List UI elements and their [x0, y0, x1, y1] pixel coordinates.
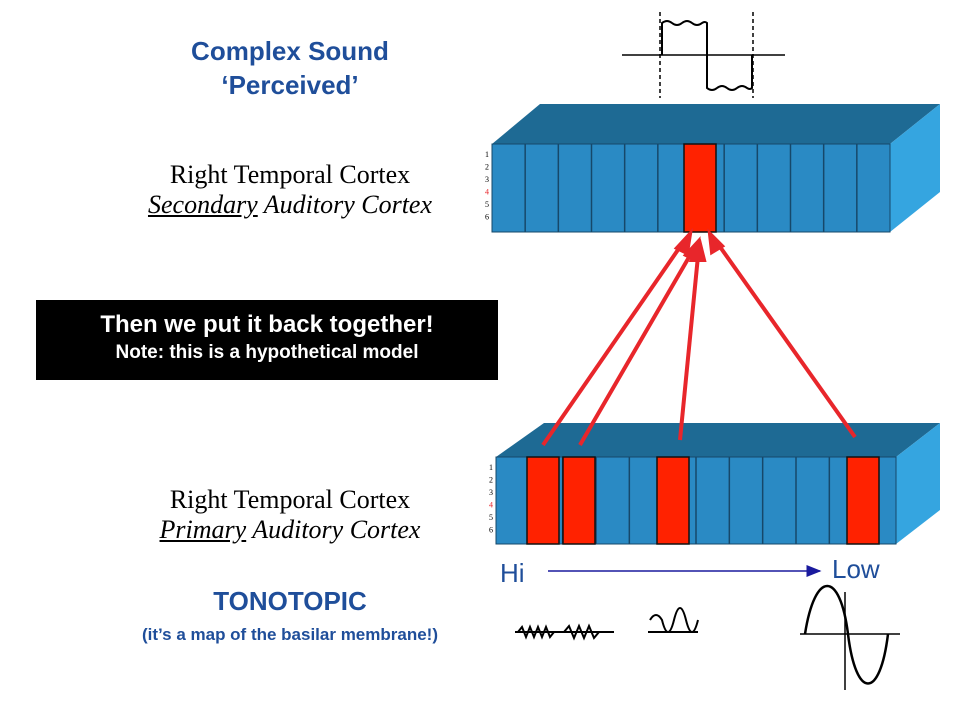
- secondary-block-top: [492, 104, 940, 144]
- secondary-cortex-block: [491, 104, 940, 233]
- tonotopic-subtitle: (it’s a map of the basilar membrane!): [142, 625, 438, 644]
- primary-line-1: Right Temporal Cortex: [169, 485, 411, 514]
- secondary-rest: Auditory Cortex: [257, 190, 433, 219]
- primary-cortex-label: Right Temporal Cortex Primary Auditory C…: [100, 485, 480, 545]
- secondary-line-1: Right Temporal Cortex: [169, 160, 411, 189]
- primary-active-column-4: [846, 456, 880, 545]
- high-frequency-wave-icons: [515, 607, 699, 641]
- layer-number: 1: [485, 150, 489, 159]
- secondary-active-column: [683, 143, 717, 233]
- layer-number: 2: [485, 163, 489, 172]
- callout-line-1: Then we put it back together!: [100, 311, 434, 338]
- low-label: Low: [832, 554, 880, 584]
- arrow-1: [541, 242, 684, 447]
- convergence-arrows: [541, 227, 857, 447]
- layer-number: 5: [489, 513, 493, 522]
- arrow-4: [716, 242, 857, 439]
- secondary-emphasis: Secondary: [147, 190, 258, 219]
- callout-box: Then we put it back together! Note: this…: [36, 300, 498, 380]
- hi-label: Hi: [500, 558, 525, 588]
- callout-line-2: Note: this is a hypothetical model: [115, 342, 419, 363]
- layer-number: 5: [485, 200, 489, 209]
- layer-number: 3: [485, 175, 489, 184]
- primary-active-column-3: [656, 456, 690, 545]
- layer-number: 3: [489, 488, 493, 497]
- layer-number: 6: [489, 526, 493, 535]
- title-line-1: Complex Sound: [191, 36, 389, 66]
- primary-block-side: [896, 423, 940, 544]
- primary-emphasis: Primary: [159, 515, 247, 544]
- layer-number: 2: [489, 476, 493, 485]
- layer-number: 6: [485, 213, 489, 222]
- secondary-cortex-label: Right Temporal Cortex Secondary Auditory…: [100, 160, 480, 220]
- low-frequency-wave-icon: [800, 585, 900, 690]
- primary-layer-numbers: 1 2 3 4 5 6: [489, 463, 493, 535]
- layer-number: 1: [489, 463, 493, 472]
- primary-active-column-2: [562, 456, 596, 545]
- primary-rest: Auditory Cortex: [246, 515, 421, 544]
- layer-number: 4: [489, 501, 493, 510]
- primary-active-column-1: [526, 456, 560, 545]
- diagram-title: Complex Sound ‘Perceived’: [150, 34, 430, 102]
- primary-block-top: [496, 423, 940, 457]
- arrow-2: [578, 250, 694, 447]
- arrow-3: [678, 255, 700, 441]
- primary-cortex-block: [495, 423, 940, 545]
- secondary-block-side: [890, 104, 940, 232]
- tonotopic-label: TONOTOPIC: [213, 586, 367, 616]
- complex-waveform-icon: [622, 12, 785, 98]
- secondary-layer-numbers: 1 2 3 4 5 6: [485, 150, 489, 222]
- title-line-2: ‘Perceived’: [221, 70, 359, 100]
- layer-number: 4: [485, 188, 489, 197]
